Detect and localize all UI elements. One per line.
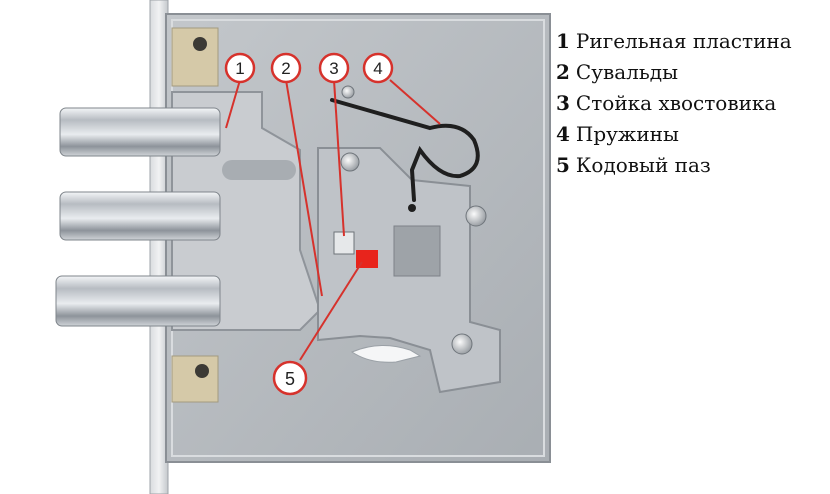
mount-block-bottom [171,355,219,403]
screw-2 [465,205,487,227]
bolt-1 [59,107,221,157]
callout-2: 2 [270,52,302,84]
callout-5-line [299,261,363,361]
keyhole [350,345,422,363]
spring [330,98,480,202]
svg-text:3: 3 [329,59,338,78]
callout-4: 4 [362,52,394,84]
screw-3 [451,333,473,355]
legend-label: Стойка хвостовика [575,91,777,115]
legend-label: Сувальды [575,60,679,84]
legend-label: Кодовый паз [575,153,711,177]
screw-1 [340,152,360,172]
lever-gate [393,225,441,277]
legend-number: 5 [556,153,570,177]
callout-4-line [389,79,441,125]
callout-1: 1 [224,52,256,84]
legend-number: 1 [556,29,570,53]
svg-text:4: 4 [373,59,382,78]
svg-text:2: 2 [281,59,290,78]
callout-3: 3 [318,52,350,84]
bolt-2 [59,191,221,241]
screw-4 [341,85,355,99]
callout-1-line [225,79,241,129]
mount-hole-top [193,37,207,51]
legend-number: 2 [556,60,570,84]
mount-hole-bottom [195,364,209,378]
legend-number: 4 [556,122,570,146]
legend-label: Пружины [575,122,679,146]
svg-text:5: 5 [285,369,295,389]
mount-block-top [171,27,219,87]
legend-number: 3 [556,91,570,115]
svg-text:1: 1 [235,59,244,78]
bolt-plate-slot [222,160,296,180]
callout-3-line [333,79,345,237]
spring-anchor [408,204,416,212]
bolt-3 [55,275,221,327]
callout-2-line [285,79,323,297]
legend-label: Ригельная пластина [575,29,792,53]
callout-5: 5 [272,360,308,396]
